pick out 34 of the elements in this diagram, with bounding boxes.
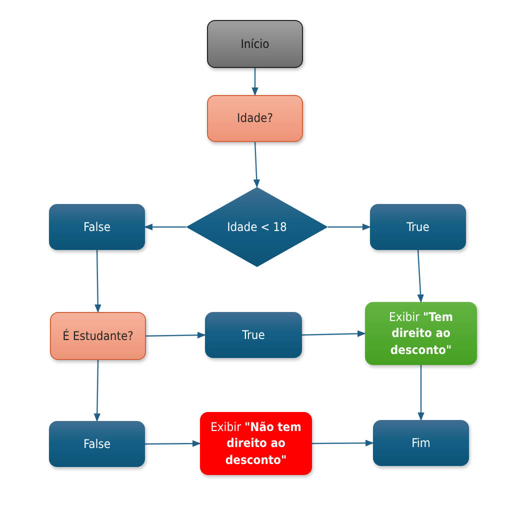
result-box — [373, 420, 469, 466]
node-label: True — [242, 326, 265, 344]
start-box — [207, 20, 303, 68]
arrow — [312, 440, 374, 446]
arrow — [146, 332, 206, 338]
node-label: É Estudante? — [62, 328, 134, 344]
arrow — [94, 250, 102, 313]
process-box — [207, 95, 303, 142]
arrow — [144, 224, 186, 230]
node-label: Exibir "Não tem direito ao desconto" — [210, 419, 302, 468]
node-label: True — [406, 218, 430, 236]
result-box — [49, 421, 145, 467]
node-label: False — [84, 436, 110, 452]
arrow — [418, 365, 424, 421]
node-label: False — [84, 218, 110, 236]
arrow — [328, 224, 371, 230]
arrow — [302, 330, 366, 338]
process-box — [50, 312, 146, 360]
arrow — [253, 142, 260, 188]
arrow — [145, 440, 201, 447]
arrow — [94, 360, 100, 422]
node-label: Idade? — [237, 110, 273, 127]
result-box — [205, 312, 302, 358]
output-box — [200, 412, 312, 475]
result-box — [49, 204, 145, 250]
node-label: Exibir "Tem direito ao desconto" — [388, 309, 454, 358]
node-label: Início — [240, 36, 270, 52]
arrow — [252, 68, 258, 96]
node-label: Fim — [412, 434, 430, 452]
node-label: Idade < 18 — [227, 218, 287, 236]
result-box — [370, 204, 466, 250]
decision-diamond — [186, 187, 328, 267]
output-box — [365, 302, 477, 365]
arrow — [417, 250, 424, 303]
